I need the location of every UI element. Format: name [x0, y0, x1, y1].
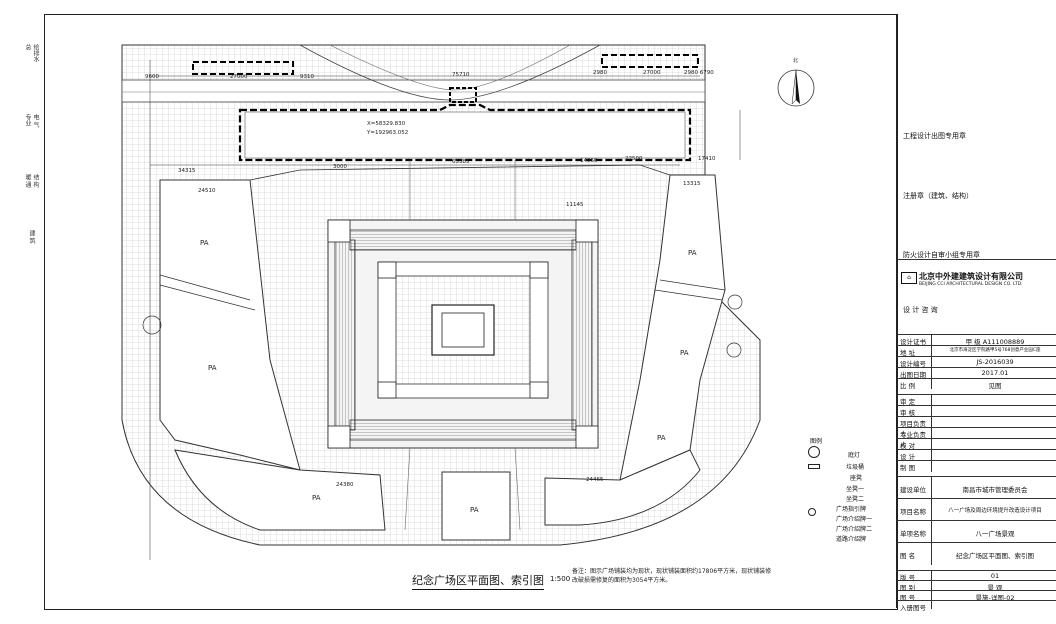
stamp-label: 防火设计自审小组专用章 — [903, 251, 980, 259]
project-value: 景 观 — [987, 584, 1003, 592]
info-value: 2017.01 — [981, 369, 1009, 377]
dimension-label: 3000 — [333, 164, 347, 170]
dimension-label: 24380 — [336, 482, 354, 488]
legend-item: 垃圾桶 — [846, 464, 865, 471]
company-name-en: BEIJING CCI ARCHITECTURAL DESIGN CO. LTD… — [919, 282, 1023, 287]
info-value: JS-2016039 — [976, 358, 1014, 366]
dimension-label: 13315 — [683, 181, 701, 187]
legend-item: 坐凳一 — [846, 486, 865, 493]
project-label: 建设单位 — [900, 486, 926, 494]
info-label: 地 址 — [900, 349, 916, 357]
legend-item: 座凳 — [850, 475, 863, 482]
legend-title: 图例 — [810, 438, 823, 445]
company-name: 北京中外建建筑设计有限公司 — [919, 272, 1023, 281]
stamp-cell: 建 筑 — [28, 230, 35, 244]
stamp-cell: 给排水 — [32, 44, 39, 62]
info-label: 设计编号 — [900, 360, 926, 368]
company-logo-icon: ⌂ — [901, 272, 917, 284]
consult-label: 设 计 咨 询 — [903, 306, 938, 314]
dimension-label: 14960 — [580, 158, 598, 164]
legend-item: 庭灯 — [848, 452, 861, 459]
project-value: 纪念广场区平面图、索引图 — [956, 552, 1034, 560]
title-block: 工程设计出图专用章 注册章（建筑、结构） 防火设计自审小组专用章 ⌂ 北京中外建… — [896, 14, 1056, 612]
pa-label: PA — [312, 494, 321, 502]
bin-icon — [808, 464, 820, 469]
project-value: 八一广场及周边环境提升改造设计项目 — [948, 508, 1042, 514]
lamp-icon — [808, 446, 820, 458]
stamp-cell: 总 — [24, 44, 31, 50]
dimension-label: 2980 — [593, 70, 607, 76]
left-stamp-column: 总 给排水 专业 电 气 暖 通 结 构 建 筑 — [24, 42, 42, 252]
legend-item: 道路介绍牌 — [836, 536, 867, 543]
project-label: 图 号 — [900, 594, 916, 602]
dimension-label: 27000 — [230, 74, 248, 80]
dimension-label: 65385 — [452, 159, 470, 165]
dimension-label: 9310 — [300, 74, 314, 80]
stamp-cell: 结 构 — [32, 174, 39, 188]
project-label: 单项名称 — [900, 530, 926, 538]
project-value: 景施-详图-02 — [975, 594, 1015, 602]
project-label: 图 名 — [900, 552, 916, 560]
dimension-label: 27000 — [643, 70, 661, 76]
drawing-scale: 1:500 — [550, 575, 571, 583]
info-value: 甲 级 A111008889 — [965, 338, 1025, 346]
info-label: 设计证书 — [900, 338, 926, 346]
legend-item: 广场介绍牌一 — [836, 516, 873, 523]
signoff-label: 审 定 — [900, 398, 916, 406]
info-value: 见图 — [988, 382, 1002, 390]
coordinate-x: X=58329.830 — [367, 121, 406, 127]
coordinate-y: Y=192963.052 — [366, 130, 408, 136]
legend-item: 坐凳二 — [846, 496, 865, 503]
info-label: 出图日期 — [900, 371, 926, 379]
stamp-label: 工程设计出图专用章 — [903, 132, 966, 140]
pa-label: PA — [200, 239, 209, 247]
legend-item: 广场介绍牌二 — [836, 526, 873, 533]
dimension-label: 24510 — [198, 188, 216, 194]
stamp-cell: 专业 — [24, 114, 31, 126]
signoff-label: 制 图 — [900, 464, 916, 472]
pa-label: PA — [688, 249, 697, 257]
drawing-sheet — [44, 14, 898, 610]
project-label: 入册图号 — [900, 604, 926, 612]
dimension-label: 2980 6790 — [684, 70, 714, 76]
signoff-label: 专业负责人 — [900, 431, 926, 449]
drawing-note: 备注：图示广场铺装均为现状，现状铺装面积约17806平方米，现状铺装修改破损需修… — [572, 568, 772, 584]
project-value: 八一广场景观 — [975, 530, 1015, 538]
stamp-cell: 暖 通 — [24, 174, 31, 188]
drawing-title: 纪念广场区平面图、索引图 — [412, 572, 544, 590]
pa-label: PA — [208, 364, 217, 372]
dimension-label: 9600 — [145, 74, 159, 80]
signoff-label: 设 计 — [900, 453, 916, 461]
project-label: 图 别 — [900, 584, 916, 592]
stamp-label: 注册章（建筑、结构） — [903, 192, 973, 200]
dimension-label: 22500 — [625, 156, 643, 162]
info-value: 北京市海淀区学院路甲5号768创意产业园C座 — [949, 348, 1041, 353]
project-value: 南昌市城市管理委员会 — [962, 486, 1028, 494]
signoff-label: 校 对 — [900, 442, 916, 450]
signoff-label: 审 核 — [900, 409, 916, 417]
north-label: 北 — [793, 57, 798, 64]
info-label: 比 例 — [900, 382, 916, 390]
pa-label: PA — [470, 506, 479, 514]
project-value: 01 — [990, 572, 1000, 580]
dimension-label: 17410 — [698, 156, 716, 162]
sign-icon — [808, 508, 816, 516]
legend-item: 广场指引牌 — [836, 506, 867, 513]
project-label: 项目名称 — [900, 508, 926, 516]
pa-label: PA — [657, 434, 666, 442]
stamp-cell: 电 气 — [32, 114, 39, 128]
dimension-label: 75710 — [452, 72, 470, 78]
dimension-label: 11145 — [566, 202, 584, 208]
project-label: 版 号 — [900, 574, 916, 582]
signoff-label: 项目负责人 — [900, 420, 926, 438]
dimension-label: 34315 — [178, 168, 196, 174]
dimension-label: 24465 — [586, 477, 604, 483]
pa-label: PA — [680, 349, 689, 357]
